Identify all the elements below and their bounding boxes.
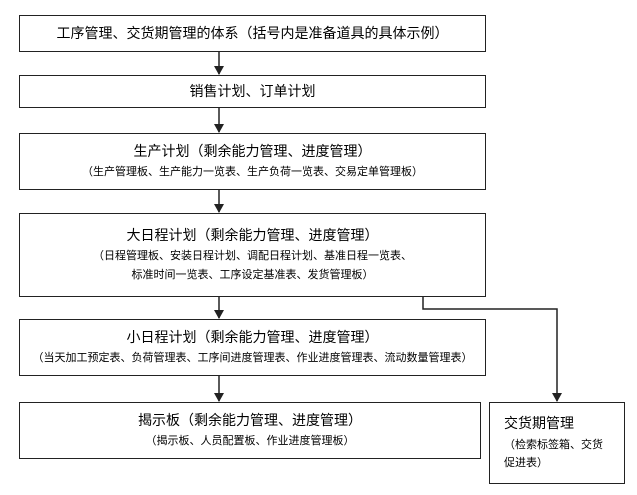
notice-board-box: 揭示板（剩余能力管理、进度管理） （揭示板、人员配置板、作业进度管理板） bbox=[19, 402, 481, 459]
major-schedule-tools-line2: 标准时间一览表、工序设定基准表、发货管理板） bbox=[131, 268, 374, 281]
minor-schedule-box: 小日程计划（剩余能力管理、进度管理） （当天加工预定表、负荷管理表、工序间进度管… bbox=[19, 319, 486, 376]
delivery-management-tools-line2: 促进表） bbox=[504, 456, 548, 469]
notice-board-title: 揭示板（剩余能力管理、进度管理） bbox=[138, 413, 362, 429]
production-plan-box: 生产计划（剩余能力管理、进度管理） （生产管理板、生产能力一览表、生产负荷一览表… bbox=[19, 133, 486, 190]
delivery-management-tools-line1: （检索标签箱、交货 bbox=[504, 438, 603, 451]
delivery-management-title: 交货期管理 bbox=[504, 416, 574, 432]
production-plan-title: 生产计划（剩余能力管理、进度管理） bbox=[133, 144, 372, 160]
minor-schedule-title: 小日程计划（剩余能力管理、进度管理） bbox=[126, 330, 379, 346]
system-title-text: 工序管理、交货期管理的体系（括号内是准备道具的具体示例） bbox=[56, 25, 449, 42]
system-title-box: 工序管理、交货期管理的体系（括号内是准备道具的具体示例） bbox=[19, 15, 486, 52]
major-schedule-title: 大日程计划（剩余能力管理、进度管理） bbox=[126, 228, 379, 244]
delivery-management-box: 交货期管理 （检索标签箱、交货 促进表） bbox=[489, 402, 625, 484]
production-plan-tools: （生产管理板、生产能力一览表、生产负荷一览表、交易定单管理板） bbox=[82, 165, 423, 178]
major-schedule-tools-line1: （日程管理板、安装日程计划、调配日程计划、基准日程一览表、 bbox=[93, 249, 412, 262]
major-schedule-box: 大日程计划（剩余能力管理、进度管理） （日程管理板、安装日程计划、调配日程计划、… bbox=[19, 213, 486, 297]
sales-plan-box: 销售计划、订单计划 bbox=[19, 75, 486, 108]
minor-schedule-tools: （当天加工预定表、负荷管理表、工序间进度管理表、作业进度管理表、流动数量管理表） bbox=[32, 351, 473, 364]
notice-board-tools: （揭示板、人员配置板、作业进度管理板） bbox=[145, 434, 355, 447]
sales-plan-text: 销售计划、订单计划 bbox=[189, 83, 316, 100]
